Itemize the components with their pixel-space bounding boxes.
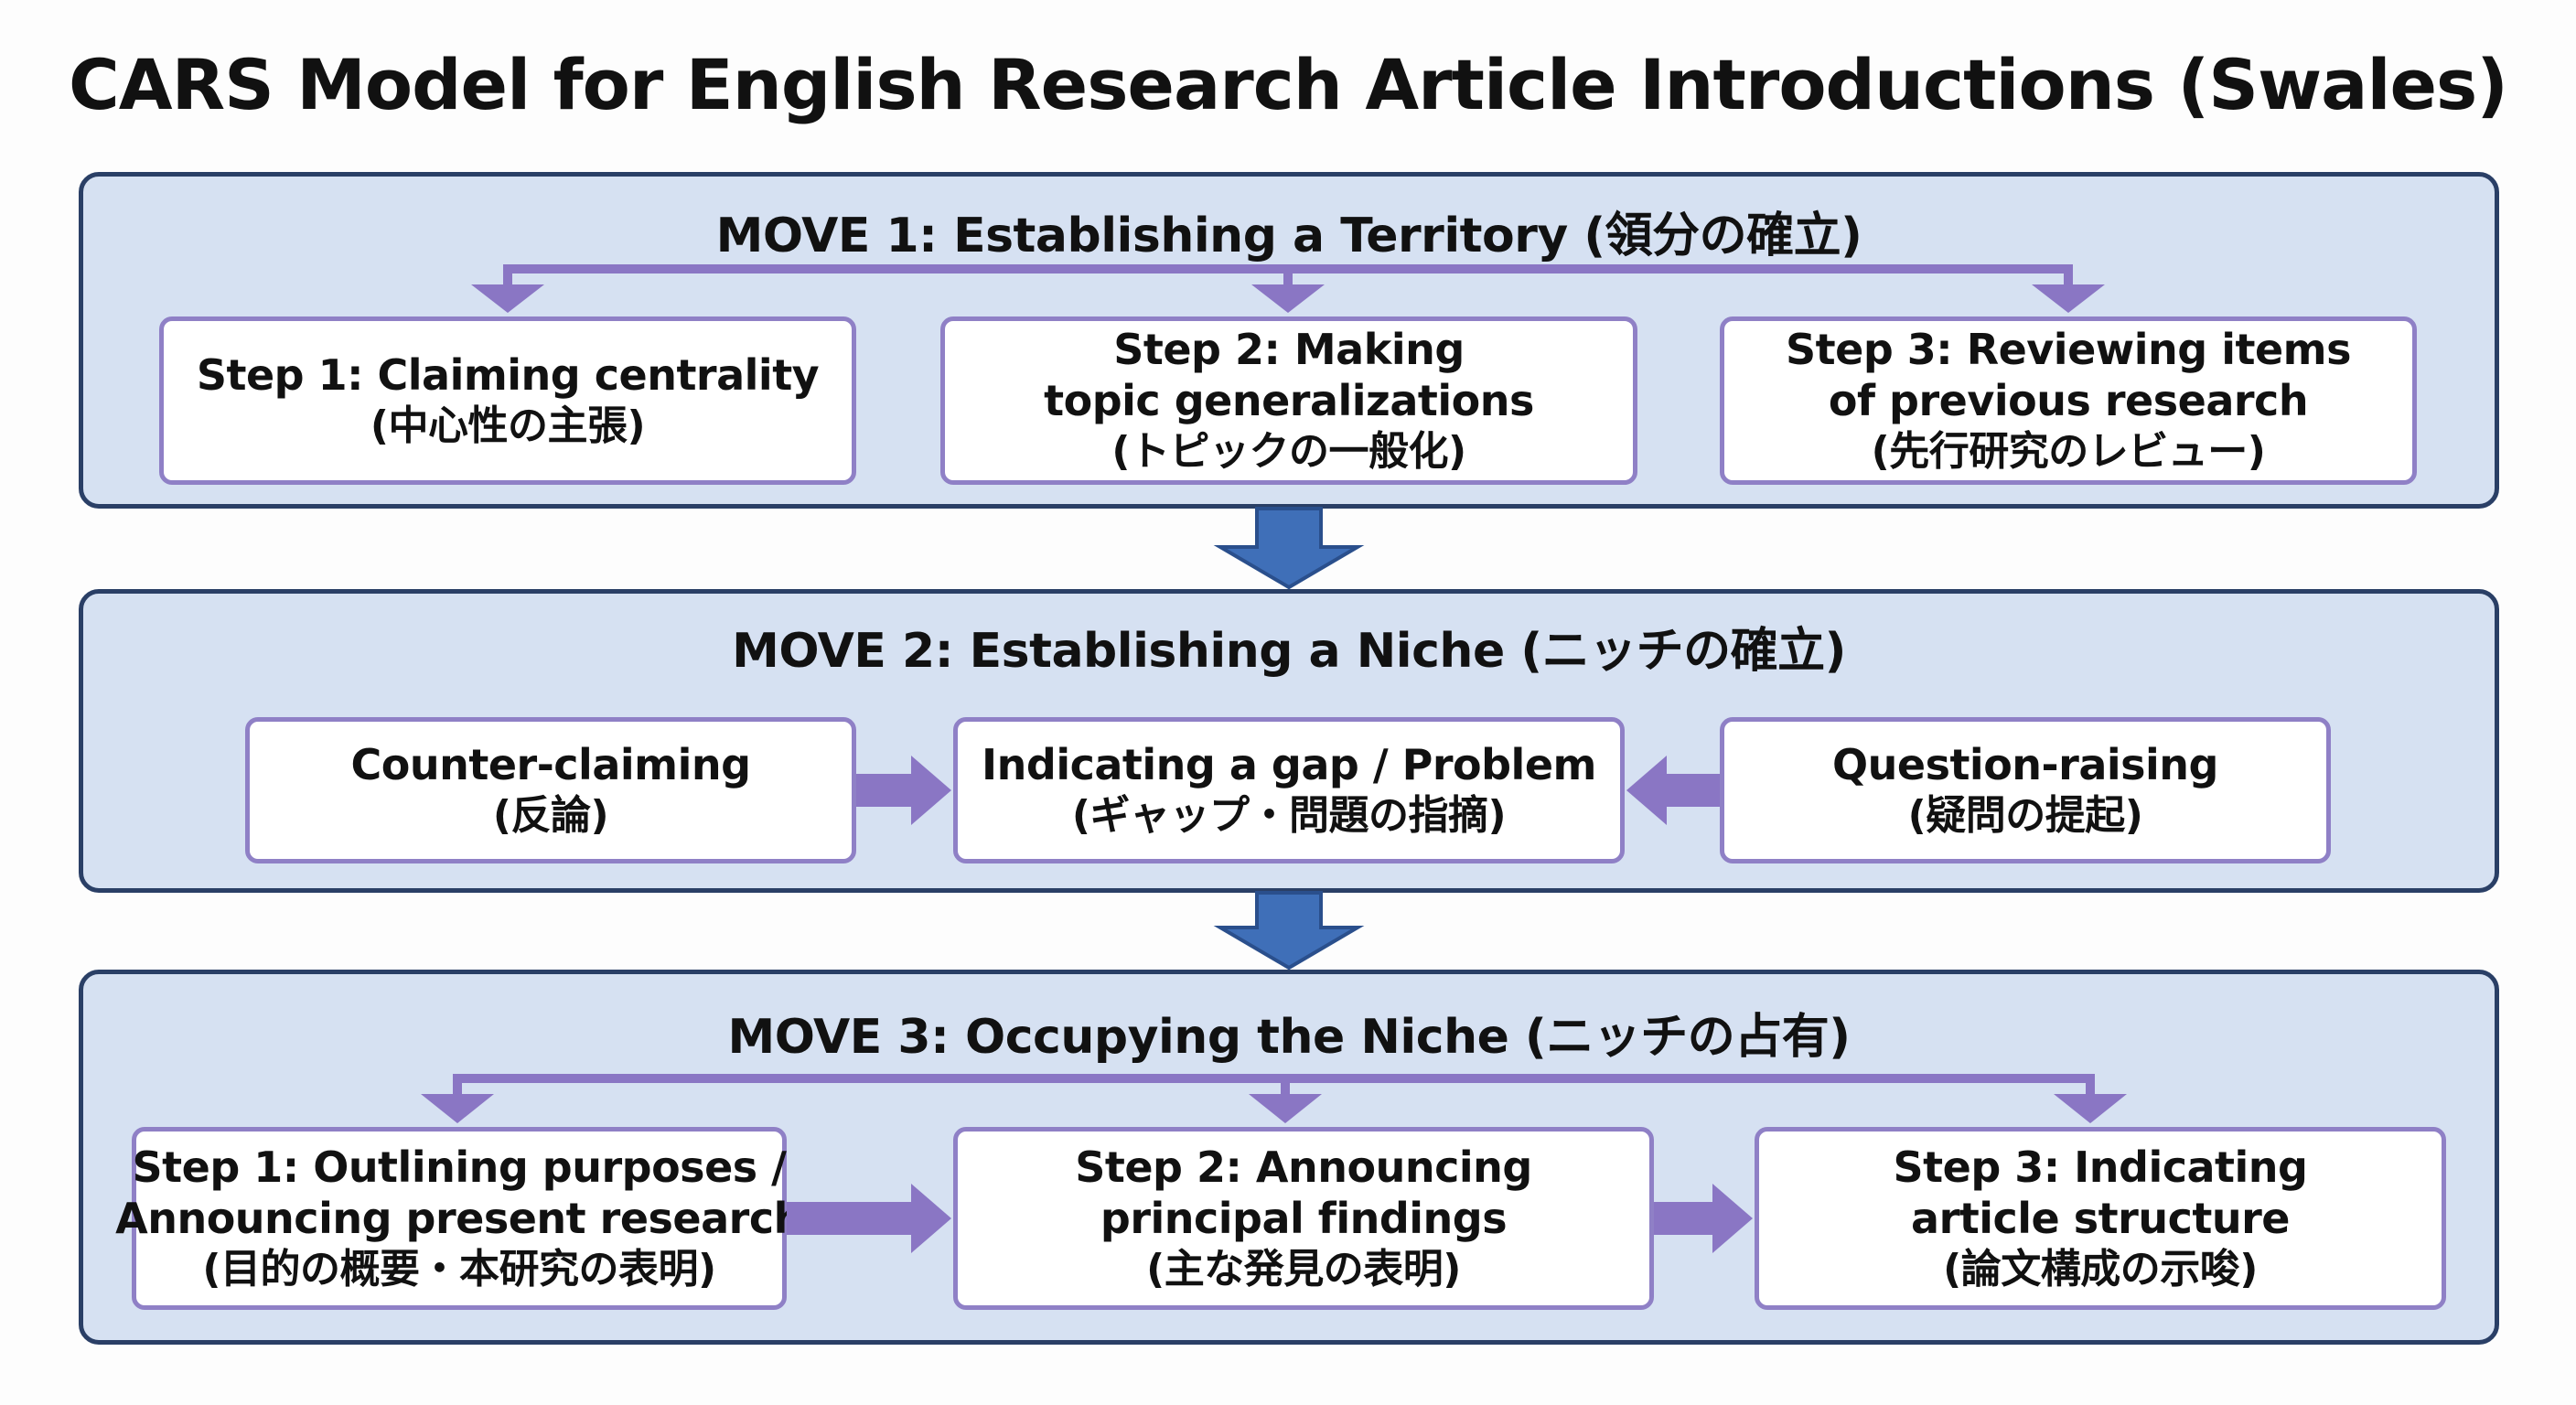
move-3-step-3-line-3: (論文構成の示唆) xyxy=(1943,1246,2258,1292)
move-1-step-3: Step 3: Reviewing items of previous rese… xyxy=(1720,316,2417,485)
move-3-title: MOVE 3: Occupying the Niche (ニッチの占有) xyxy=(727,1010,1851,1065)
move-3-step-1-to-step-2-arrow xyxy=(787,1184,951,1253)
move-3-step-3: Step 3: Indicating article structure (論文… xyxy=(1755,1127,2446,1310)
move-1-step-3-line-2: of previous research xyxy=(1828,376,2309,425)
diagram-title: CARS Model for English Research Article … xyxy=(68,44,2508,125)
move-1-branch-connector xyxy=(471,264,2105,313)
move-3-step-2-line-3: (主な発見の表明) xyxy=(1146,1246,1461,1292)
move-1-step-1: Step 1: Claiming centrality (中心性の主張) xyxy=(159,316,856,485)
move-2-to-move-3-arrow xyxy=(1213,891,1365,971)
counter-claiming-to-gap-arrow xyxy=(856,756,951,825)
move-2-indicating-gap: Indicating a gap / Problem (ギャップ・問題の指摘) xyxy=(953,717,1625,863)
move-1-to-move-2-arrow xyxy=(1213,507,1365,590)
move-2-step-1-line-2: (反論) xyxy=(492,792,609,839)
move-2-step-2-line-1: Indicating a gap / Problem xyxy=(982,740,1596,789)
move-3-step-2: Step 2: Announcing principal findings (主… xyxy=(953,1127,1654,1310)
move-2-step-3-line-1: Question-raising xyxy=(1832,740,2218,789)
move-3-step-3-line-1: Step 3: Indicating xyxy=(1893,1142,2308,1192)
move-3-step-3-line-2: article structure xyxy=(1911,1194,2290,1243)
move-2-question-raising: Question-raising (疑問の提起) xyxy=(1720,717,2331,863)
move-2-title: MOVE 2: Establishing a Niche (ニッチの確立) xyxy=(732,624,1846,679)
move-3-step-2-line-1: Step 2: Announcing xyxy=(1075,1142,1532,1192)
move-3-step-2-to-step-3-arrow xyxy=(1654,1184,1753,1253)
move-1-step-1-line-1: Step 1: Claiming centrality xyxy=(196,350,820,400)
move-1-step-3-line-1: Step 3: Reviewing items xyxy=(1786,325,2351,374)
question-raising-to-gap-arrow xyxy=(1626,756,1720,825)
move-2-counter-claiming: Counter-claiming (反論) xyxy=(245,717,856,863)
move-3-branch-connector xyxy=(421,1074,2127,1123)
move-2-step-1-line-1: Counter-claiming xyxy=(350,740,751,789)
move-1-step-2-line-3: (トピックの一般化) xyxy=(1111,428,1466,475)
move-1-step-3-line-3: (先行研究のレビュー) xyxy=(1871,428,2266,475)
move-2-step-3-line-2: (疑問の提起) xyxy=(1907,792,2143,839)
move-1-step-2-line-2: topic generalizations xyxy=(1044,376,1534,425)
move-1-step-2-line-1: Step 2: Making xyxy=(1113,325,1465,374)
move-2-step-2-line-2: (ギャップ・問題の指摘) xyxy=(1071,792,1507,839)
move-3-step-1-line-1: Step 1: Outlining purposes / xyxy=(132,1142,787,1192)
move-3-step-1-line-3: (目的の概要・本研究の表明) xyxy=(202,1246,716,1292)
move-3-step-1: Step 1: Outlining purposes / Announcing … xyxy=(115,1127,803,1310)
move-3-step-2-line-2: principal findings xyxy=(1100,1194,1508,1243)
move-1-step-1-line-2: (中心性の主張) xyxy=(370,402,646,449)
move-3-step-1-line-2: Announcing present research xyxy=(115,1194,803,1243)
move-1-title: MOVE 1: Establishing a Territory (領分の確立) xyxy=(715,209,1862,263)
move-1-step-2: Step 2: Making topic generalizations (トピ… xyxy=(940,316,1637,485)
